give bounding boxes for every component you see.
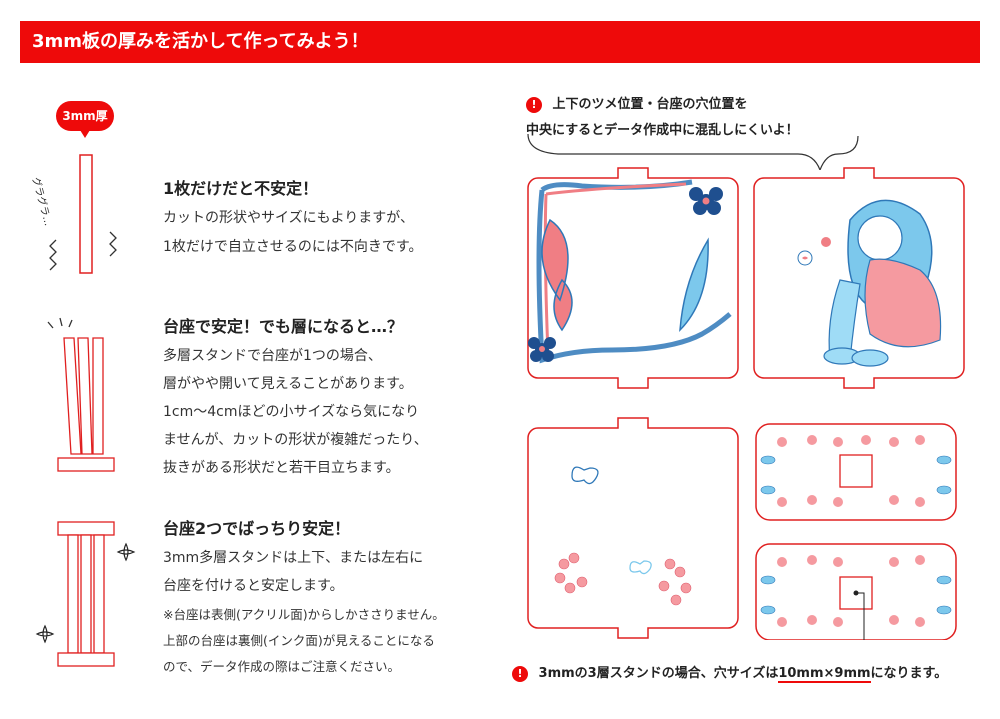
sparkle-lines-icon [47, 317, 73, 329]
shake-lines-icon [49, 239, 57, 271]
layered-plates-icon [63, 337, 104, 455]
hole-size-prefix: 3mmの3層スタンドの場合、穴サイズは [538, 666, 779, 681]
bottom-base-icon [57, 652, 115, 667]
section-2-line: ませんが、カットの形状が複雑だったり、 [163, 432, 428, 448]
section-1-line: カットの形状やサイズにもよりますが、 [163, 210, 415, 226]
section-2-line: 抜きがある形状だと若干目立ちます。 [163, 460, 400, 476]
section-1-title: 1枚だけだと不安定！ [163, 179, 319, 198]
section-1-line: 1枚だけで自立させるのには不向きです。 [163, 239, 423, 255]
page-header: 3mm板の厚みを活かして作ってみよう！ [20, 21, 980, 63]
section-3-line: 3mm多層スタンドは上下、または左右に [163, 550, 424, 566]
leaf-decoration [760, 455, 952, 615]
frame-plate [527, 167, 739, 389]
base-decoration [777, 435, 925, 627]
base-icon [57, 457, 115, 472]
section-2-line: 1cm〜4cmほどの小サイズなら気になり [163, 404, 420, 420]
section-2-line: 多層スタンドで台座が1つの場合、 [163, 348, 382, 364]
warning-icon: ! [526, 96, 542, 113]
base-hole [839, 454, 873, 488]
tip-bubble: ! 上下のツメ位置・台座の穴位置を 中央にするとデータ作成中に混乱しにくいよ！ [526, 93, 826, 153]
tip-bubble-tail [527, 133, 859, 170]
tip-line: 上下のツメ位置・台座の穴位置を [552, 97, 748, 112]
flower-icon [528, 187, 723, 362]
section-2-title: 台座で安定！でも層になると…？ [163, 317, 404, 336]
top-base-icon [57, 521, 115, 536]
hole-size-suffix: になります。 [870, 666, 948, 681]
thickness-badge: 3mm厚 [56, 101, 114, 138]
butterfly-icon [571, 466, 599, 485]
warning-icon: ! [512, 665, 528, 682]
section-3-line: 台座を付けると安定します。 [163, 578, 344, 594]
plate-diagrams [527, 167, 965, 640]
section-3-note: 上部の台座は裏側(インク面)が見えることになる [163, 633, 435, 648]
left-illustrations [35, 154, 136, 667]
section-2-line: 層がやや開いて見えることがあります。 [163, 376, 413, 392]
single-plate-icon [79, 154, 93, 274]
girl-illustration [797, 199, 942, 367]
tip-line: 中央にするとデータ作成中に混乱しにくいよ！ [526, 122, 799, 138]
flower-cluster-icon [554, 552, 692, 606]
butterfly-icon-2 [629, 560, 652, 575]
butterfly-plate [527, 417, 739, 639]
section-3-note: ※台座は表側(アクリル面)からしかささりません。 [163, 607, 445, 622]
section-3-title: 台座2つでばっちり安定！ [163, 519, 351, 538]
page-title: 3mm板の厚みを活かして作ってみよう！ [32, 31, 369, 52]
hole-size-value: 10mm×9mm [778, 666, 871, 683]
section-3-note: ので、データ作成の際はご注意ください。 [163, 659, 401, 674]
hole-size-note: ! 3mmの3層スタンドの場合、穴サイズは10mm×9mmになります。 [512, 662, 948, 683]
sparkle-icon [116, 542, 136, 562]
sparkle-icon-2 [35, 624, 55, 644]
